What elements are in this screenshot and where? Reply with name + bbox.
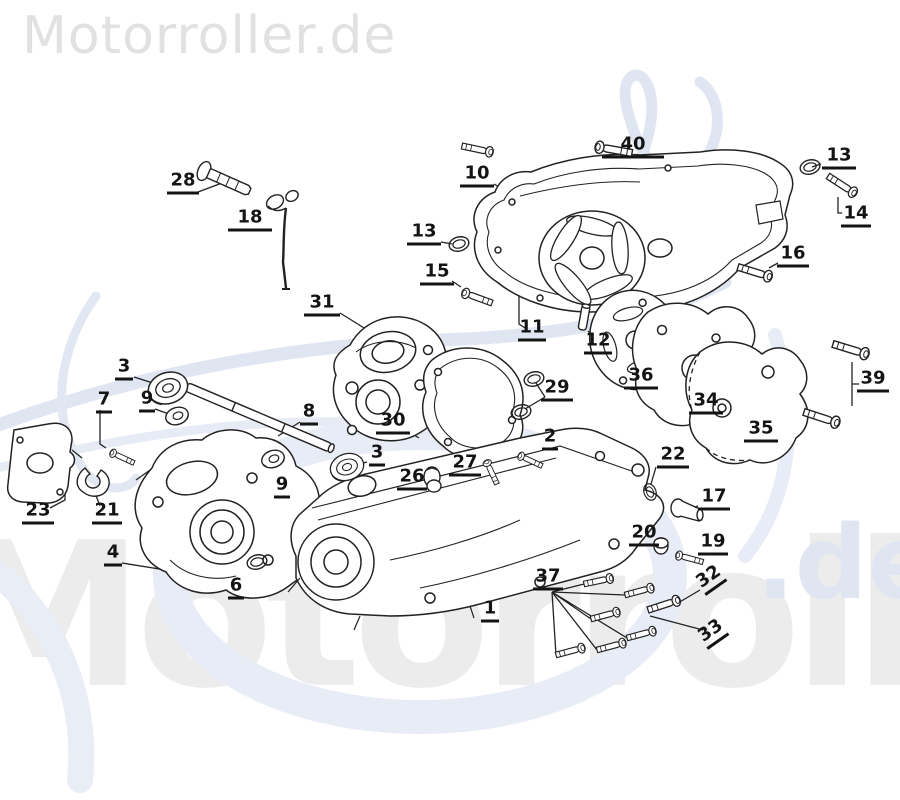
part-21-bracket: [71, 449, 110, 497]
part-31-gear-cover: [332, 316, 448, 442]
top-loose-bolt: [460, 140, 495, 159]
part-18-rod: [265, 189, 299, 290]
part-1-crankcase-right: [287, 427, 665, 631]
part-7-bolt: [107, 447, 137, 468]
part-10-variator-cover: [473, 149, 794, 313]
part-16-bolt: [735, 260, 775, 284]
part-4-crankcase-left: [134, 429, 326, 599]
part-29-oring-a: [521, 368, 547, 390]
part-14-bolt: [824, 170, 860, 200]
part-28-screw: [196, 160, 252, 196]
part-23-gasket: [6, 422, 76, 504]
part-26-grommet: [423, 466, 442, 493]
part-9-washer-left: [162, 403, 192, 429]
part-39-bolt-a: [830, 337, 872, 362]
part-20-nut: [653, 537, 669, 555]
part-12-pin: [577, 303, 591, 331]
part-30-gasket: [422, 347, 524, 461]
part-35-cover: [685, 341, 809, 465]
watermark-domain-suffix: .de: [756, 504, 900, 623]
part-15-bolt: [459, 286, 495, 309]
part-17-plug: [670, 498, 704, 522]
part-13-oring-right: [797, 156, 823, 178]
site-logo: Motorroller.de: [22, 6, 397, 66]
